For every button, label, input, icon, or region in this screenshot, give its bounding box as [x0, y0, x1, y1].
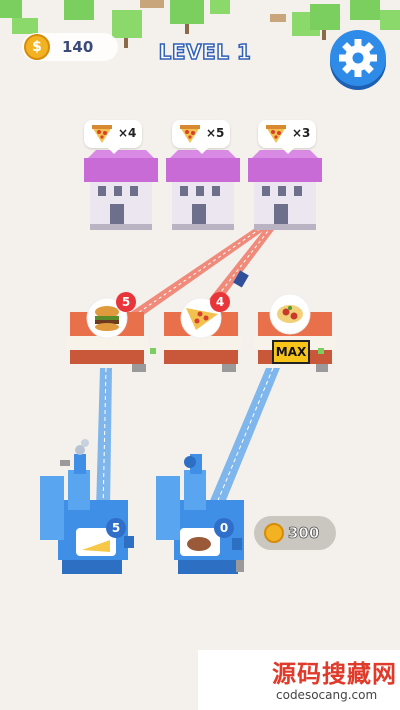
- house-3-order-count: ×3: [292, 126, 311, 140]
- props: [60, 348, 328, 572]
- house-1-order-count: ×4: [118, 126, 137, 140]
- cheese-factory-badge: 5: [106, 518, 126, 538]
- watermark-title: 源码搜藏网: [272, 660, 397, 688]
- house-2-order-bubble: ×5: [172, 120, 230, 154]
- house-3-order-bubble: ×3: [258, 120, 316, 154]
- pizza-icon: [180, 125, 200, 143]
- factory-cheese[interactable]: [40, 439, 134, 574]
- build-slot-price: 300: [288, 524, 320, 543]
- house-2[interactable]: [166, 150, 240, 230]
- max-sign: MAX: [272, 340, 310, 364]
- tree-row: [0, 0, 400, 48]
- pizza-icon: [92, 125, 112, 143]
- pizza-icon: [266, 125, 286, 143]
- restaurant-pizza[interactable]: [160, 297, 242, 364]
- house-2-order-count: ×5: [206, 126, 225, 140]
- gear-icon: [339, 39, 377, 77]
- restaurant-spaghetti[interactable]: [254, 293, 336, 364]
- burger-restaurant-badge: 5: [116, 292, 136, 312]
- coin-icon: $: [24, 34, 50, 60]
- house-1-order-bubble: ×4: [84, 120, 142, 154]
- watermark-url: codesocang.com: [276, 688, 378, 702]
- house-3[interactable]: [248, 150, 322, 230]
- level-title: LEVEL 1: [158, 39, 252, 65]
- coin-icon: [264, 523, 284, 543]
- settings-button[interactable]: [330, 30, 386, 86]
- coin-count: 140: [62, 38, 94, 56]
- pizza-restaurant-badge: 4: [210, 292, 230, 312]
- house-1[interactable]: [84, 150, 158, 230]
- watermark-banner: [198, 650, 400, 710]
- meat-factory-badge: 0: [214, 518, 234, 538]
- blue-roads: [96, 367, 280, 511]
